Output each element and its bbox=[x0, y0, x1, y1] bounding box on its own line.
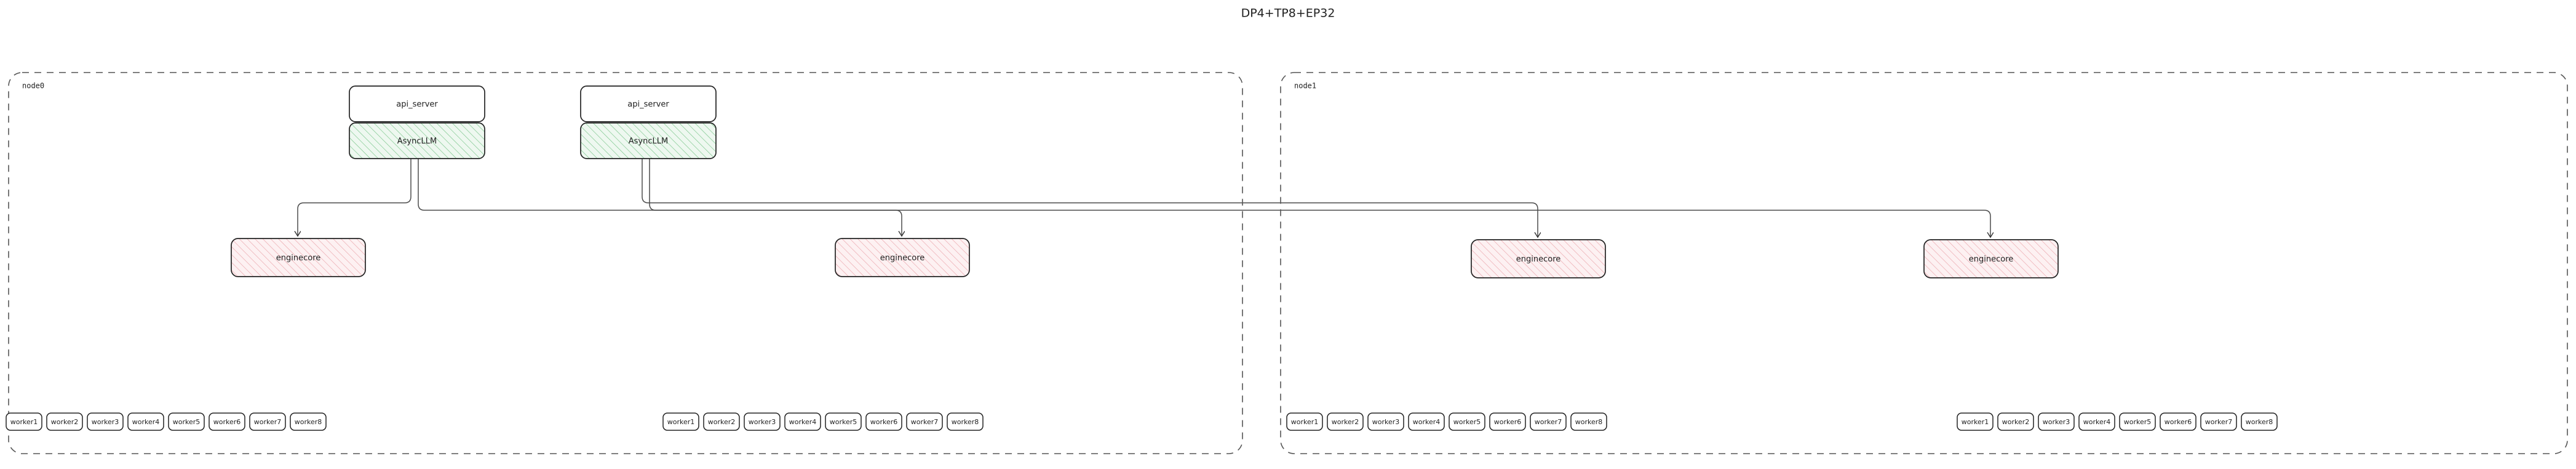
worker-box[interactable] bbox=[290, 412, 327, 431]
worker-box[interactable] bbox=[825, 412, 862, 431]
worker-label: worker3 bbox=[749, 418, 776, 426]
worker-label: worker3 bbox=[2043, 418, 2070, 426]
worker-label: worker5 bbox=[173, 418, 201, 426]
worker-box[interactable] bbox=[784, 412, 821, 431]
worker-box[interactable] bbox=[168, 412, 205, 431]
worker-box[interactable] bbox=[1449, 412, 1485, 431]
api-server-box[interactable] bbox=[580, 85, 717, 122]
worker-box[interactable] bbox=[2038, 412, 2075, 431]
worker-label: worker2 bbox=[51, 418, 79, 426]
node-frame-node0 bbox=[8, 72, 1243, 454]
worker-label: worker2 bbox=[708, 418, 736, 426]
worker-label: worker6 bbox=[2165, 418, 2192, 426]
worker-label: worker1 bbox=[10, 418, 38, 426]
worker-label: worker6 bbox=[1494, 418, 1522, 426]
worker-label: worker8 bbox=[952, 418, 979, 426]
worker-label: worker6 bbox=[870, 418, 898, 426]
worker-label: worker4 bbox=[1413, 418, 1441, 426]
worker-box[interactable] bbox=[1367, 412, 1404, 431]
api-server-label: api_server bbox=[396, 100, 438, 109]
worker-label: worker2 bbox=[1332, 418, 1359, 426]
worker-box[interactable] bbox=[6, 412, 42, 431]
worker-label: worker5 bbox=[1453, 418, 1481, 426]
worker-label: worker4 bbox=[2083, 418, 2111, 426]
worker-box[interactable] bbox=[209, 412, 245, 431]
node-label-node1: node1 bbox=[1294, 82, 1316, 90]
worker-group: worker1 worker2 worker3 worker4 worker5 worke… bbox=[662, 412, 984, 431]
worker-box[interactable] bbox=[1997, 412, 2034, 431]
worker-label: worker2 bbox=[2002, 418, 2030, 426]
worker-box[interactable] bbox=[865, 412, 902, 431]
worker-label: worker8 bbox=[1575, 418, 1603, 426]
enginecore-box[interactable] bbox=[835, 238, 970, 277]
enginecore-label: enginecore bbox=[276, 254, 321, 263]
worker-box[interactable] bbox=[1530, 412, 1567, 431]
worker-box[interactable] bbox=[1570, 412, 1607, 431]
worker-group: worker1 worker2 worker3 worker4 worker5 worke… bbox=[1286, 412, 1607, 431]
worker-box[interactable] bbox=[2241, 412, 2278, 431]
worker-label: worker1 bbox=[1962, 418, 1989, 426]
worker-label: worker7 bbox=[254, 418, 282, 426]
enginecore-box[interactable] bbox=[1471, 239, 1606, 278]
worker-label: worker5 bbox=[830, 418, 857, 426]
edge-asyncllm-1-to-enginecore-node1-1 bbox=[649, 159, 1990, 237]
enginecore-label: enginecore bbox=[1516, 255, 1561, 264]
asyncllm-label: AsyncLLM bbox=[397, 137, 437, 146]
api-server-label: api_server bbox=[627, 100, 669, 109]
enginecore-box[interactable] bbox=[1923, 239, 2059, 278]
edge-asyncllm-0-to-enginecore-node0-1 bbox=[418, 159, 902, 236]
worker-label: worker8 bbox=[2246, 418, 2273, 426]
worker-box[interactable] bbox=[1286, 412, 1323, 431]
enginecore-label: enginecore bbox=[880, 254, 925, 263]
worker-box[interactable] bbox=[947, 412, 984, 431]
worker-box[interactable] bbox=[906, 412, 943, 431]
edge-asyncllm-1-to-enginecore-node1-0 bbox=[642, 159, 1538, 237]
worker-box[interactable] bbox=[2078, 412, 2115, 431]
worker-box[interactable] bbox=[2119, 412, 2156, 431]
worker-label: worker5 bbox=[2124, 418, 2152, 426]
worker-box[interactable] bbox=[127, 412, 164, 431]
worker-box[interactable] bbox=[1408, 412, 1445, 431]
worker-label: worker1 bbox=[667, 418, 695, 426]
worker-box[interactable] bbox=[1489, 412, 1526, 431]
asyncllm-label: AsyncLLM bbox=[629, 137, 668, 146]
worker-label: worker3 bbox=[92, 418, 119, 426]
worker-label: worker7 bbox=[2205, 418, 2233, 426]
worker-box[interactable] bbox=[1327, 412, 1364, 431]
edge-asyncllm-0-to-enginecore-node0-0 bbox=[298, 159, 411, 236]
asyncllm-box[interactable] bbox=[349, 122, 485, 159]
worker-label: worker7 bbox=[911, 418, 939, 426]
asyncllm-box[interactable] bbox=[580, 122, 717, 159]
worker-box[interactable] bbox=[662, 412, 699, 431]
worker-label: worker4 bbox=[132, 418, 160, 426]
edges-layer bbox=[298, 159, 1990, 237]
worker-label: worker7 bbox=[1535, 418, 1562, 426]
api-server-box[interactable] bbox=[349, 85, 485, 122]
worker-box[interactable] bbox=[1957, 412, 1994, 431]
enginecore-label: enginecore bbox=[1969, 255, 2014, 264]
worker-label: worker6 bbox=[213, 418, 241, 426]
worker-label: worker3 bbox=[1372, 418, 1400, 426]
worker-box[interactable] bbox=[87, 412, 124, 431]
worker-label: worker4 bbox=[789, 418, 817, 426]
worker-label: worker8 bbox=[295, 418, 322, 426]
node-label-node0: node0 bbox=[22, 82, 44, 90]
worker-label: worker1 bbox=[1291, 418, 1319, 426]
worker-box[interactable] bbox=[249, 412, 286, 431]
worker-group: worker1 worker2 worker3 worker4 worker5 worke… bbox=[1957, 412, 2278, 431]
worker-box[interactable] bbox=[2160, 412, 2196, 431]
worker-group: worker1 worker2 worker3 worker4 worker5 worke… bbox=[6, 412, 327, 431]
worker-box[interactable] bbox=[46, 412, 83, 431]
worker-box[interactable] bbox=[744, 412, 781, 431]
node-frame-node1 bbox=[1280, 72, 2568, 454]
worker-box[interactable] bbox=[2200, 412, 2237, 431]
page-title: DP4+TP8+EP32 bbox=[1241, 7, 1335, 20]
worker-box[interactable] bbox=[703, 412, 740, 431]
enginecore-box[interactable] bbox=[231, 238, 366, 277]
